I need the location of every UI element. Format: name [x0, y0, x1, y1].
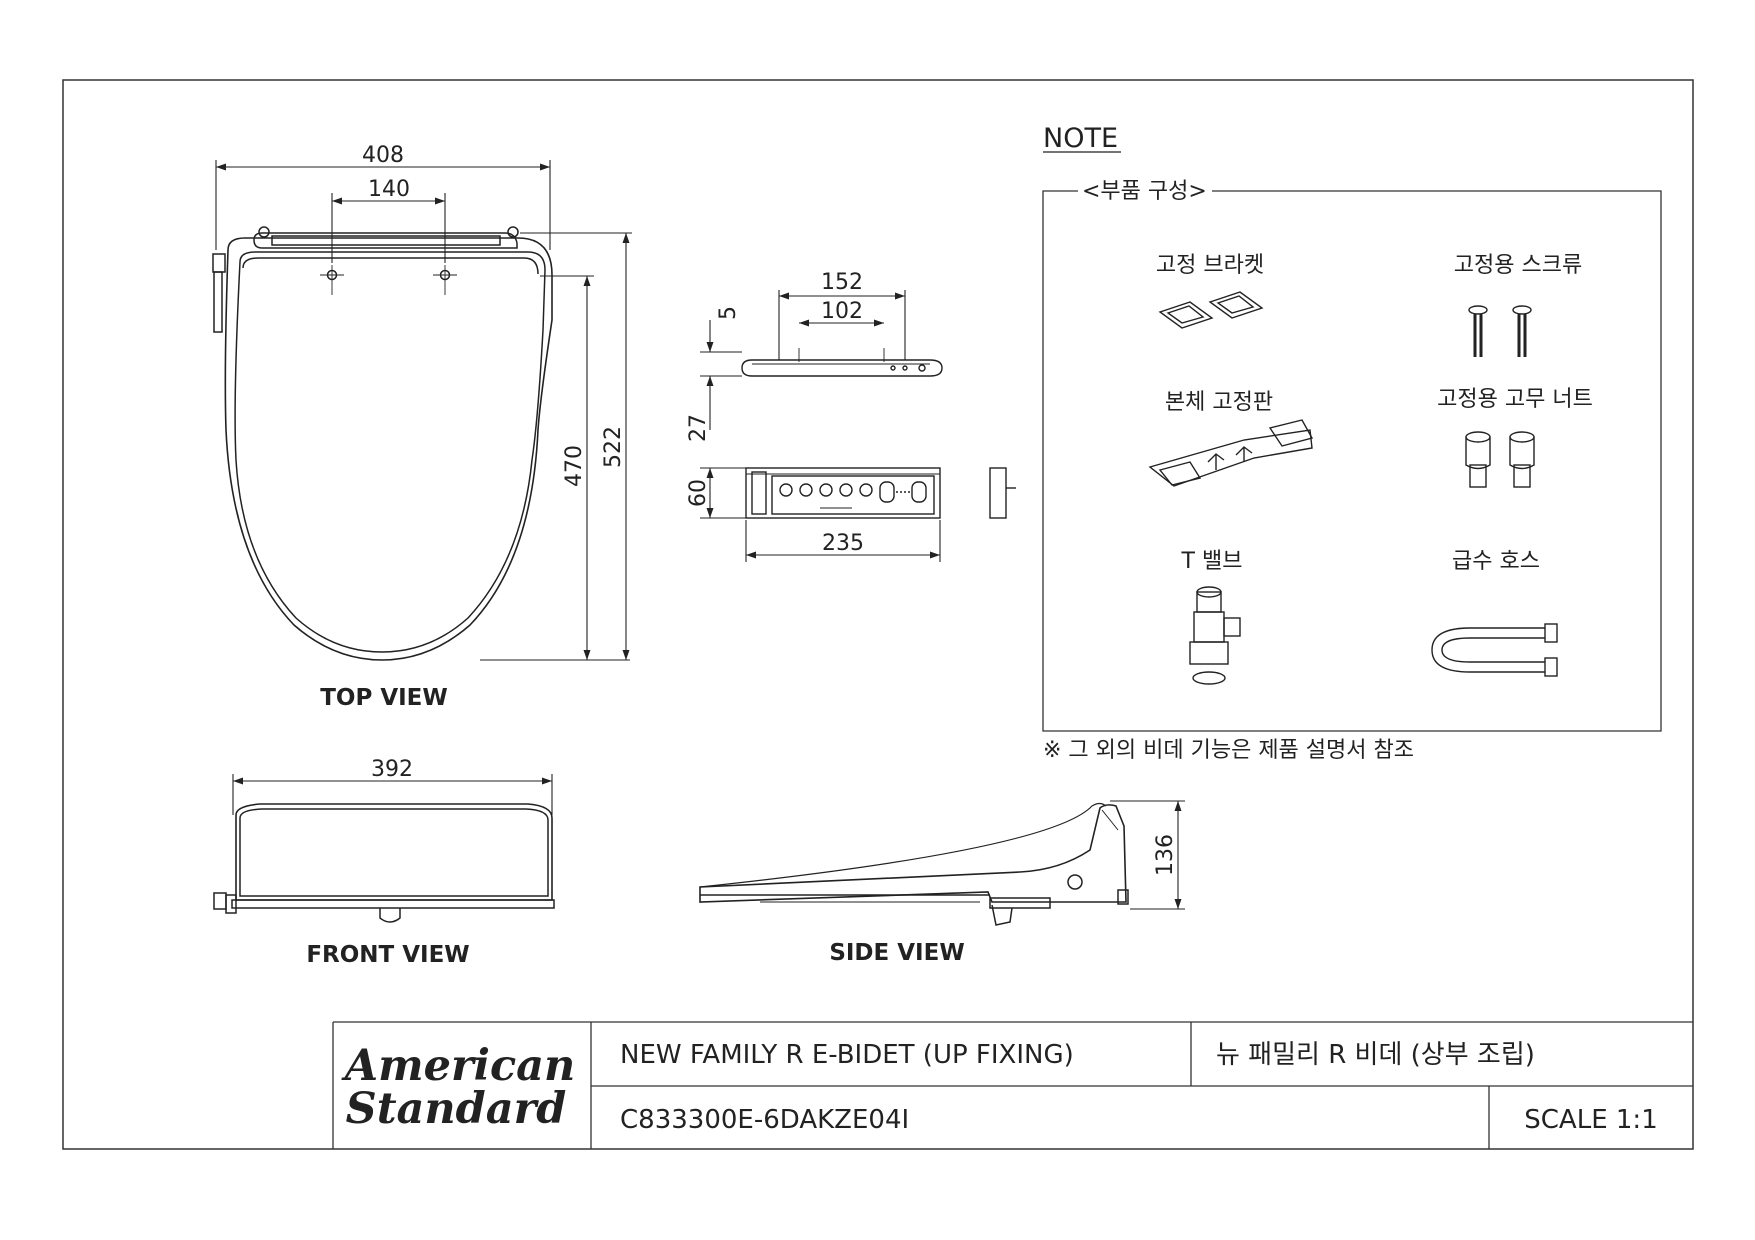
dim-remote-width-top: 152 — [821, 270, 863, 295]
logo-line-2: Standard — [346, 1084, 567, 1134]
dim-side-height: 136 — [1153, 834, 1178, 876]
remote-back — [989, 467, 1016, 519]
part-label-rubber-nut: 고정용 고무 너트 — [1437, 387, 1593, 412]
fixing-screw-illustration — [1468, 305, 1532, 357]
front-view-label: FRONT VIEW — [306, 942, 469, 968]
part-label-t-valve: T 밸브 — [1181, 549, 1243, 574]
top-view-dimensions — [215, 160, 632, 661]
front-view-dimensions — [232, 774, 553, 815]
note-title: NOTE — [1043, 123, 1118, 154]
dim-remote-inner: 102 — [821, 299, 863, 324]
top-view-label: TOP VIEW — [320, 685, 448, 711]
remote-side-profile — [741, 348, 943, 377]
remote-front-dimensions — [700, 467, 941, 562]
product-name-ko: 뉴 패밀리 R 비데 (상부 조립) — [1216, 1040, 1535, 1070]
supply-hose-illustration — [1431, 623, 1558, 677]
dim-front-width: 392 — [371, 757, 413, 782]
drawing-frame — [62, 79, 1694, 1150]
remote-front — [745, 467, 941, 519]
title-block — [332, 1021, 1693, 1149]
logo-line-1: American — [341, 1041, 576, 1091]
dim-top-width: 408 — [362, 143, 404, 168]
top-view — [212, 226, 553, 661]
rubber-nut-illustration — [1465, 431, 1535, 488]
dim-top-height-total: 522 — [601, 426, 626, 468]
part-label-supply-hose: 급수 호스 — [1452, 549, 1540, 574]
dim-remote-height-side: 27 — [686, 414, 711, 442]
body-plate-illustration — [1148, 419, 1314, 487]
parts-box — [1042, 190, 1662, 732]
product-name-en: NEW FAMILY R E-BIDET (UP FIXING) — [620, 1040, 1074, 1070]
front-view — [213, 803, 555, 923]
part-label-fixing-screw: 고정용 스크류 — [1454, 253, 1582, 278]
side-view-label: SIDE VIEW — [829, 940, 964, 966]
drawing-scale: SCALE 1:1 — [1524, 1105, 1657, 1135]
part-label-body-plate: 본체 고정판 — [1165, 390, 1273, 415]
dim-remote-thickness: 5 — [716, 306, 741, 320]
note-footnote: ※ 그 외의 비데 기능은 제품 설명서 참조 — [1043, 738, 1414, 763]
product-code: C833300E-6DAKZE04I — [620, 1105, 909, 1135]
dim-top-height-inner: 470 — [562, 445, 587, 487]
side-view-dimensions — [1110, 800, 1185, 910]
t-valve-illustration — [1189, 586, 1241, 685]
remote-side-dimensions — [700, 290, 906, 430]
dim-top-holes: 140 — [368, 177, 410, 202]
fixing-bracket-illustration — [1158, 291, 1264, 329]
parts-box-title: <부품 구성> — [1082, 179, 1207, 204]
side-view — [699, 802, 1129, 926]
part-label-fixing-bracket: 고정 브라켓 — [1156, 253, 1264, 278]
dim-remote-length: 235 — [822, 531, 864, 556]
dim-remote-height: 60 — [686, 479, 711, 507]
